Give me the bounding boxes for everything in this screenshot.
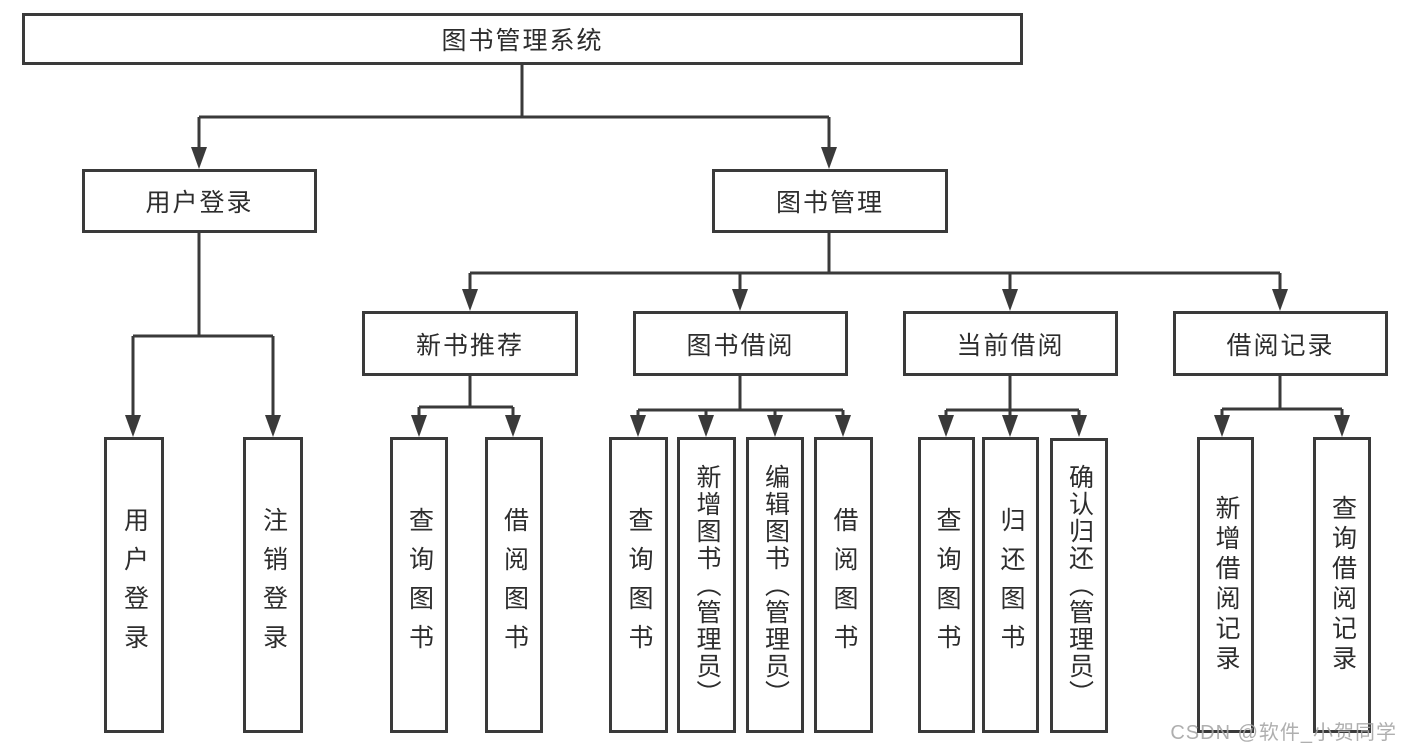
leaf-records-add-borrow-record: 新增借阅记录 bbox=[1197, 437, 1254, 733]
leaf-current-query-books: 查询图书 bbox=[918, 437, 975, 733]
leaf-current-return-books: 归还图书 bbox=[982, 437, 1039, 733]
leaf-borrow-borrow-books: 借阅图书 bbox=[814, 437, 873, 733]
node-borrow-records: 借阅记录 bbox=[1173, 311, 1388, 376]
leaf-borrow-query-books: 查询图书 bbox=[609, 437, 668, 733]
node-current-borrow: 当前借阅 bbox=[903, 311, 1118, 376]
leaf-records-query-borrow-record: 查询借阅记录 bbox=[1313, 437, 1371, 733]
node-root-library-management-system: 图书管理系统 bbox=[22, 13, 1023, 65]
watermark-text: CSDN @软件_小贺同学 bbox=[1170, 722, 1397, 744]
node-book-borrow: 图书借阅 bbox=[633, 311, 848, 376]
leaf-borrow-add-books-admin: 新增图书（管理员） bbox=[677, 437, 736, 733]
connector-new-book-recommend-children bbox=[411, 376, 521, 437]
connector-book-management-children bbox=[462, 233, 1288, 311]
connector-root-to-level2 bbox=[191, 65, 837, 169]
connector-book-borrow-children bbox=[630, 376, 851, 437]
leaf-logout-login: 注销登录 bbox=[243, 437, 303, 733]
node-new-book-recommend: 新书推荐 bbox=[362, 311, 578, 376]
connector-user-login-children bbox=[125, 233, 281, 437]
leaf-user-login: 用户登录 bbox=[104, 437, 164, 733]
leaf-current-confirm-return-admin: 确认归还（管理员） bbox=[1050, 438, 1108, 733]
leaf-recommend-query-books: 查询图书 bbox=[390, 437, 448, 733]
connector-current-borrow-children bbox=[938, 376, 1087, 437]
node-user-login: 用户登录 bbox=[82, 169, 317, 233]
node-book-management: 图书管理 bbox=[712, 169, 948, 233]
connector-borrow-records-children bbox=[1214, 376, 1350, 437]
leaf-borrow-edit-books-admin: 编辑图书（管理员） bbox=[746, 437, 804, 733]
leaf-recommend-borrow-books: 借阅图书 bbox=[485, 437, 543, 733]
